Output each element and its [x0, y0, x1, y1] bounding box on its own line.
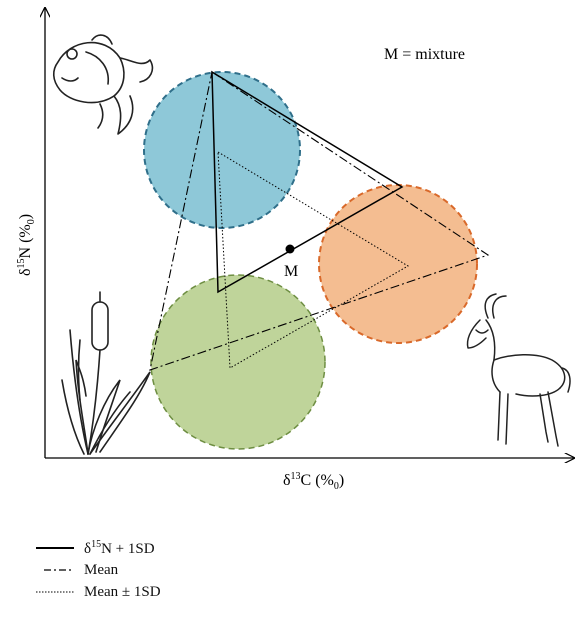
legend: δ15N + 1SD Mean Mean ± 1SD [34, 537, 161, 603]
legend-item-mean: Mean [34, 559, 161, 581]
x-axis-label: δ13C (%0) [283, 471, 344, 492]
mixture-point-label: M [284, 263, 298, 280]
fish-icon [52, 34, 154, 135]
legend-label-mean-1sd: Mean ± 1SD [84, 583, 161, 600]
source-circle-plant [150, 274, 326, 450]
mixture-key-text: M = mixture [384, 46, 465, 63]
legend-item-mean-1sd: Mean ± 1SD [34, 581, 161, 603]
legend-label-mean: Mean [84, 561, 119, 578]
mixture-point [285, 244, 295, 254]
legend-label-d15n-plus-1sd: δ15N + 1SD [84, 538, 155, 557]
triangle-d15n-plus-1sd [211, 70, 404, 294]
legend-solid-line-swatch [36, 547, 74, 549]
triangle-mean [149, 71, 490, 371]
legend-dash-dot-line-swatch [44, 569, 74, 571]
source-circle-fish [143, 71, 301, 229]
antelope-icon [466, 293, 571, 447]
cattail-plant-icon [61, 291, 151, 455]
source-circle-antelope [318, 184, 478, 344]
legend-dotted-line-swatch [36, 591, 74, 593]
y-axis-label: δ15N (%0) [16, 214, 37, 276]
legend-item-d15n-plus-1sd: δ15N + 1SD [34, 537, 161, 559]
